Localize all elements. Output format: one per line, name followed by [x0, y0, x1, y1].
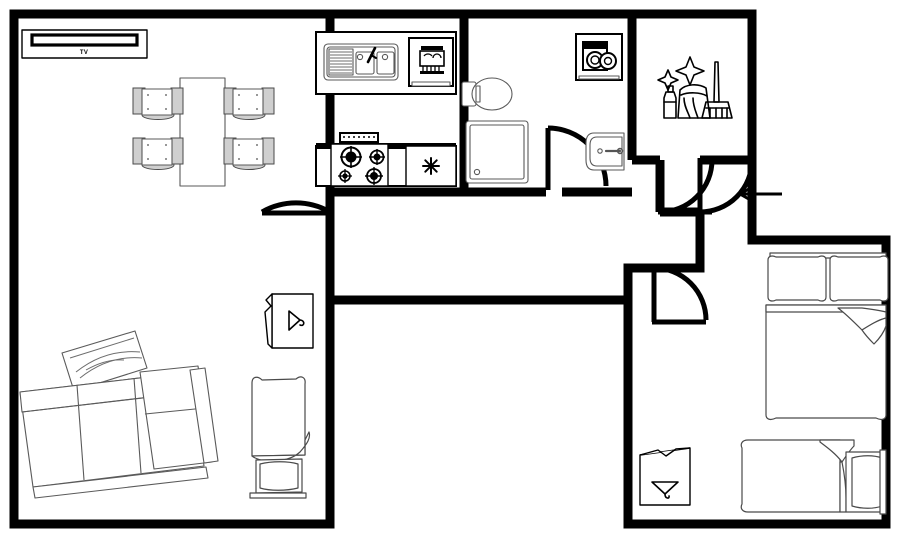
double-bed: [765, 252, 889, 421]
gas-hob: [330, 132, 389, 187]
bucket-icon: [677, 84, 711, 119]
door-bedroom[interactable]: [651, 265, 709, 325]
coffee-table: [61, 330, 148, 392]
wash-basin: [585, 132, 625, 171]
dining-chair: [223, 87, 275, 120]
dishwasher: [408, 37, 454, 87]
tv-unit: TV: [21, 29, 148, 59]
wall-group-exterior: [9, 9, 891, 529]
dining-table: [179, 77, 226, 187]
door-utility[interactable]: [658, 159, 715, 215]
door-kitchen-living[interactable]: [260, 197, 333, 216]
freezer: [405, 145, 457, 187]
lamp-icon: [651, 481, 679, 499]
kitchen-sink-double: [323, 43, 399, 81]
cleaning-supplies: [657, 56, 733, 119]
broom-icon: [701, 61, 733, 119]
wall-bedroom-exterior: [623, 14, 891, 529]
dining-chair: [223, 137, 275, 170]
nightstand-lamp: [639, 447, 691, 506]
toilet: [461, 77, 513, 111]
entrance-arrow-icon: [738, 184, 782, 204]
hob-burner-small: [338, 169, 352, 183]
door-entry-main[interactable]: [697, 158, 755, 215]
dining-chair: [132, 87, 184, 120]
tv-label: TV: [80, 50, 88, 56]
spray-bottle-icon: [663, 85, 677, 119]
hob-burner-large: [340, 146, 362, 168]
side-table-lamp: [264, 293, 314, 349]
sofa-three-seat: [19, 365, 219, 499]
washing-machine: [575, 33, 623, 81]
snowflake-icon: [422, 157, 440, 175]
hob-burner-medium: [365, 167, 383, 185]
dishwasher-rack-icon: [419, 46, 445, 74]
single-bed: [740, 439, 887, 515]
washing-machine-icon: [582, 41, 617, 71]
dining-chair: [132, 137, 184, 170]
shower-tray: [465, 120, 529, 184]
hob-burner-medium: [369, 149, 385, 165]
daybed: [249, 376, 311, 499]
